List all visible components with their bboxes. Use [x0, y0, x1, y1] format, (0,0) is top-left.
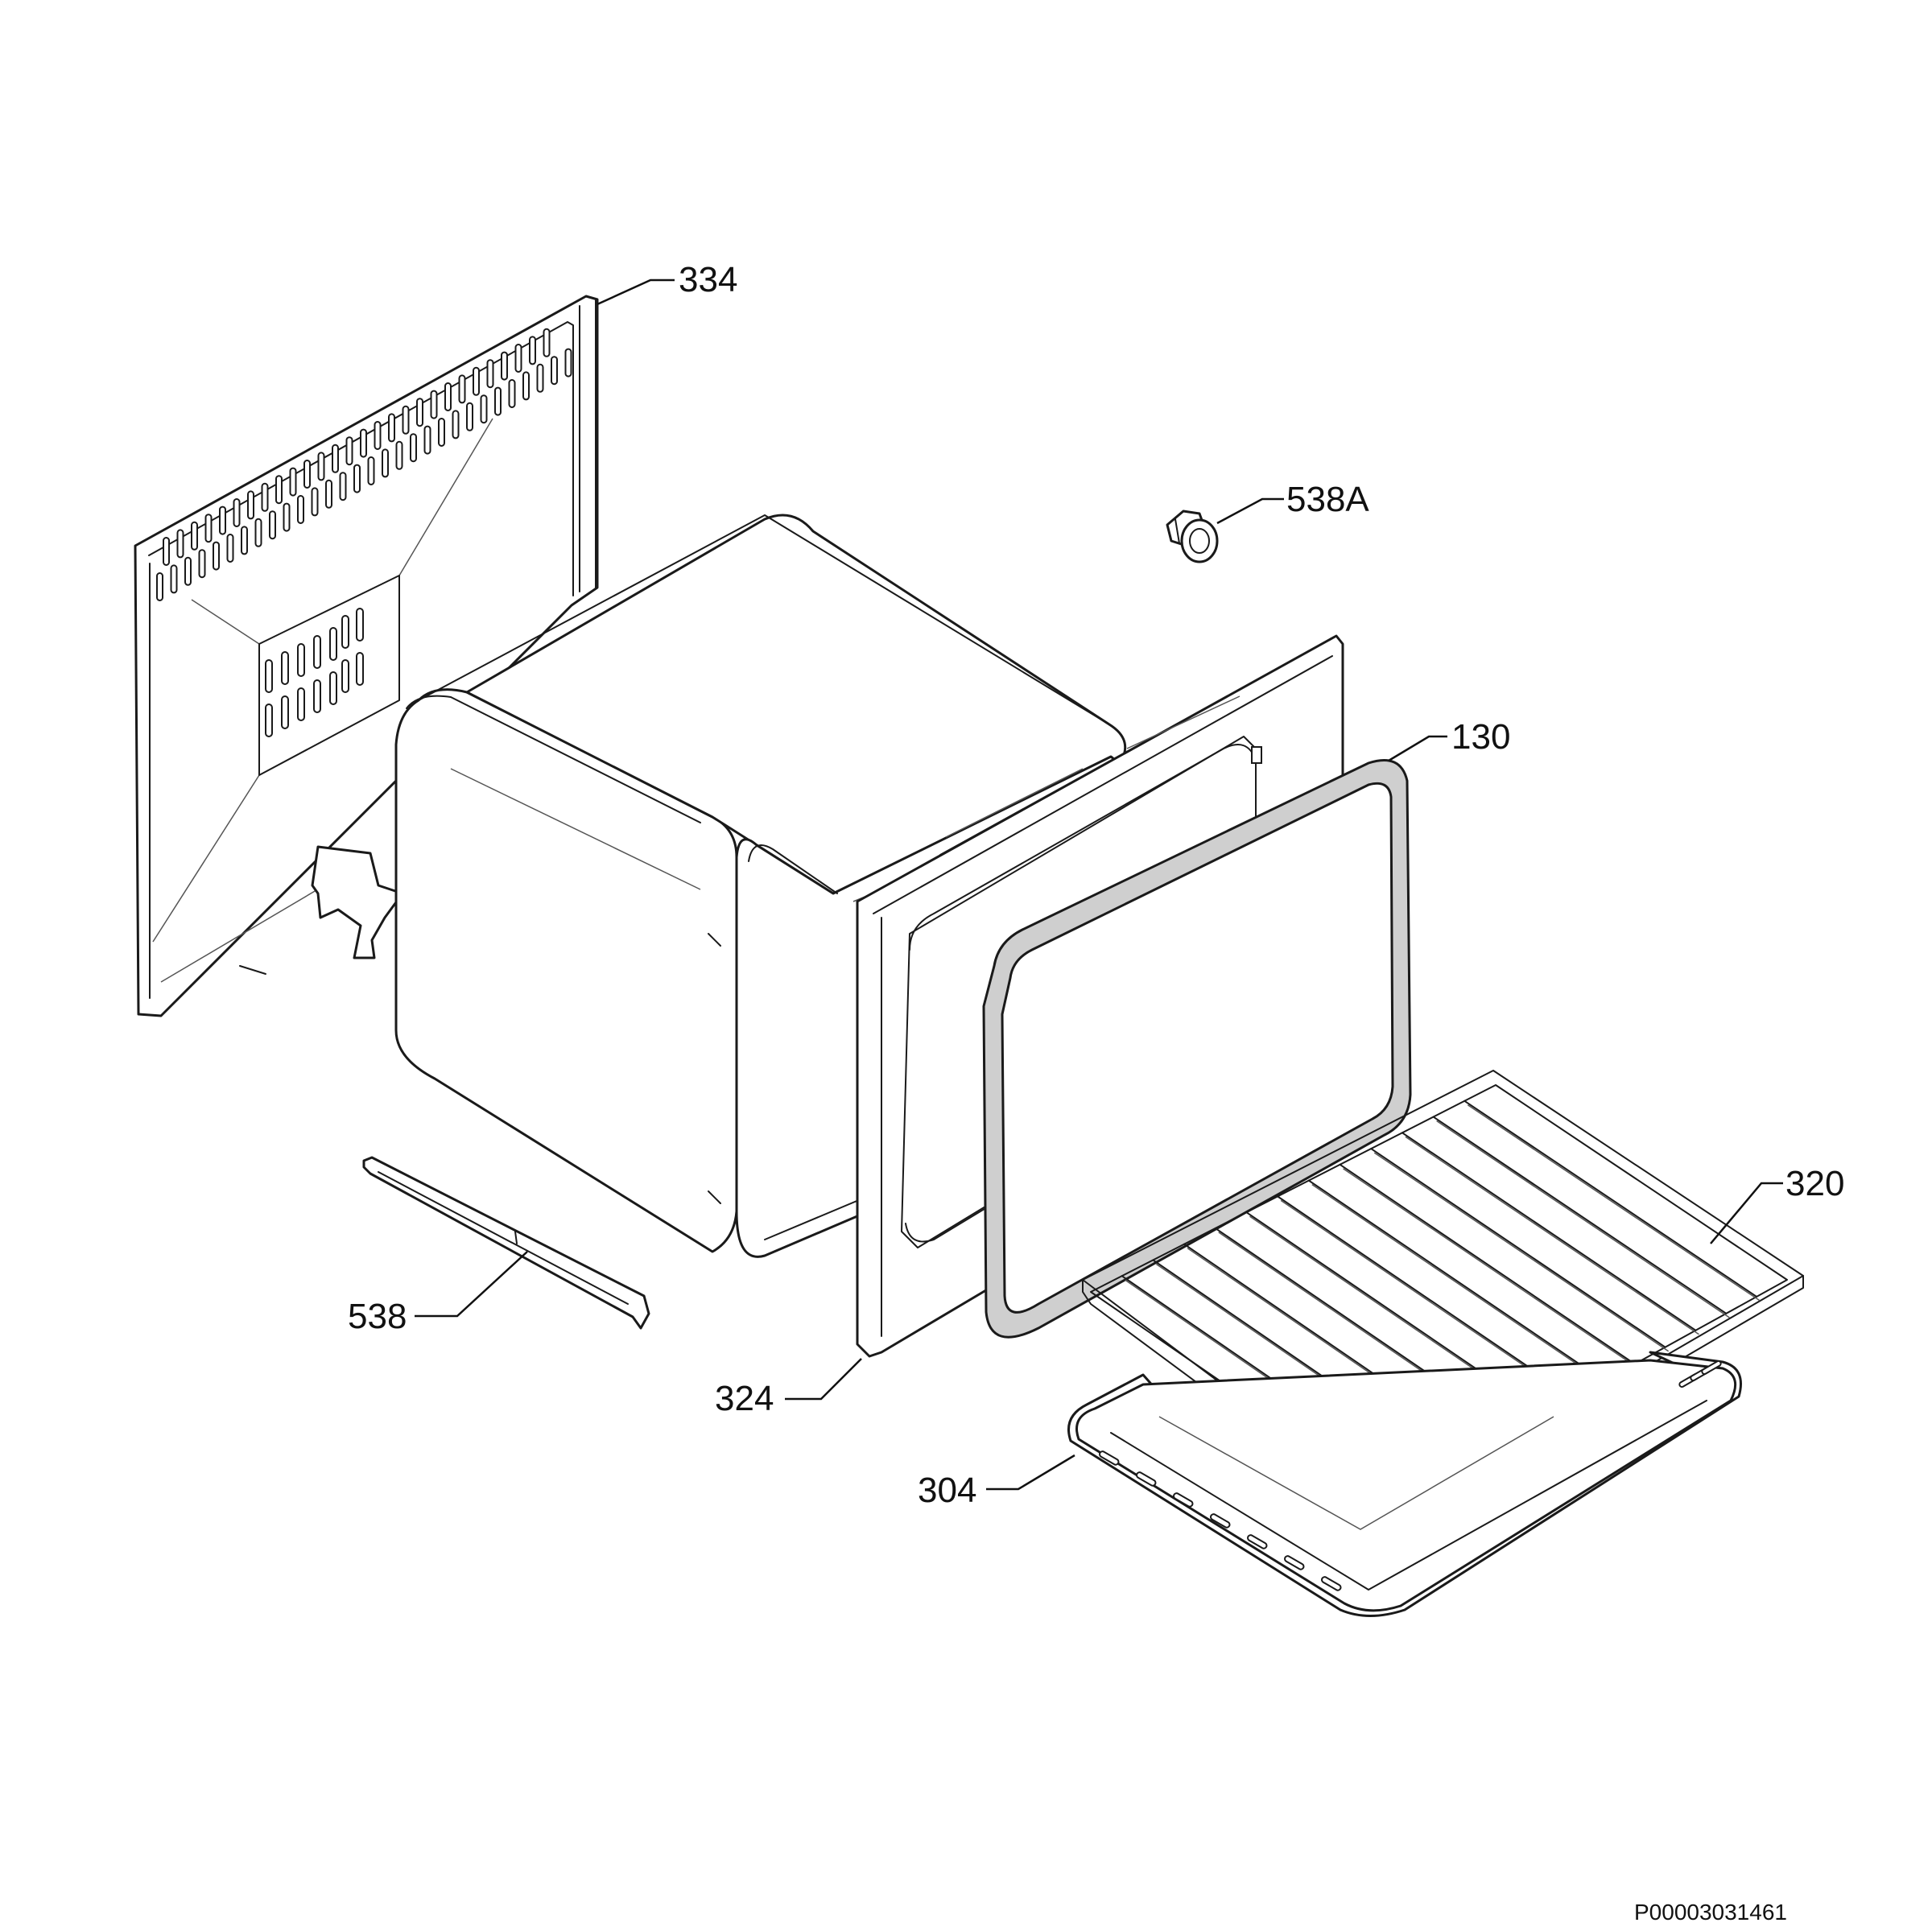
part-538-rail — [362, 1156, 650, 1330]
part-334-rear-panel — [134, 295, 599, 1017]
part-538A-lamp-holder — [1166, 510, 1219, 563]
part-304-baking-tray — [1067, 1351, 1742, 1617]
callout-320: 320 — [1785, 1164, 1844, 1203]
leader-lines — [415, 279, 1783, 1491]
reference-code: P00003031461 — [1634, 1900, 1787, 1925]
callout-324: 324 — [715, 1379, 774, 1418]
callout-538: 538 — [348, 1297, 407, 1336]
callout-334: 334 — [679, 260, 737, 299]
callout-130: 130 — [1451, 717, 1510, 757]
callout-538A: 538A — [1286, 480, 1369, 519]
part-130-door-gasket — [982, 759, 1412, 1339]
tray-slots — [1099, 1360, 1722, 1591]
callout-304: 304 — [918, 1471, 976, 1510]
vent-slots — [156, 328, 572, 737]
